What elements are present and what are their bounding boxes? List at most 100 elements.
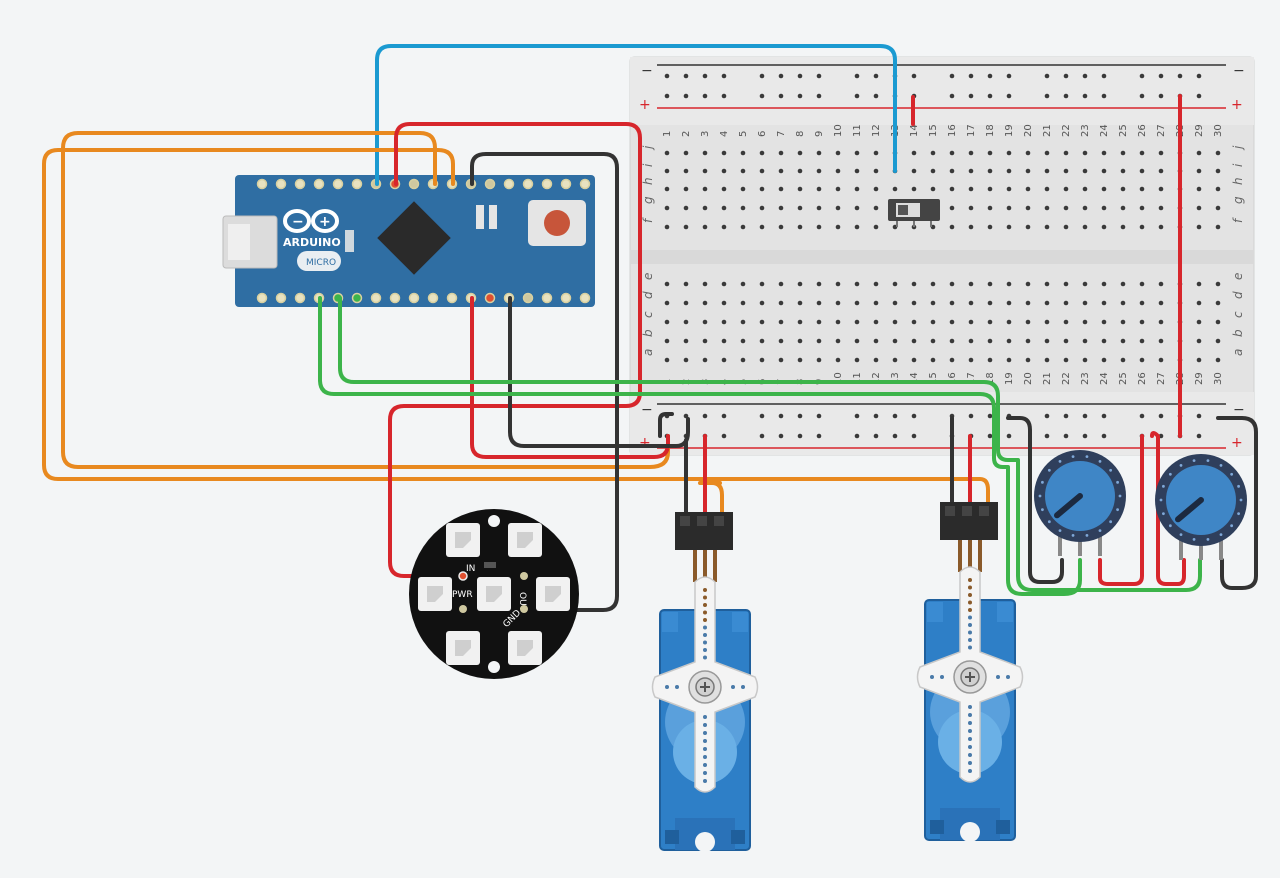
breadboard-hole[interactable] [1120, 205, 1126, 211]
header-pin[interactable] [541, 292, 553, 304]
rail-hole[interactable] [1139, 413, 1145, 419]
breadboard-hole[interactable] [740, 150, 746, 156]
rail-hole[interactable] [1044, 73, 1050, 79]
servo-motor-2[interactable] [916, 502, 1024, 842]
breadboard-hole[interactable] [1139, 281, 1145, 287]
breadboard-hole[interactable] [854, 168, 860, 174]
breadboard-hole[interactable] [1063, 281, 1069, 287]
breadboard-hole[interactable] [835, 224, 841, 230]
rail-hole[interactable] [873, 433, 879, 439]
rail-hole[interactable] [683, 93, 689, 99]
rail-hole[interactable] [778, 413, 784, 419]
breadboard-hole[interactable] [702, 150, 708, 156]
breadboard-hole[interactable] [683, 150, 689, 156]
header-pin[interactable] [522, 292, 534, 304]
rail-hole[interactable] [721, 93, 727, 99]
header-pin[interactable] [313, 178, 325, 190]
breadboard-hole[interactable] [854, 300, 860, 306]
breadboard-hole[interactable] [1120, 186, 1126, 192]
breadboard-hole[interactable] [1139, 186, 1145, 192]
breadboard-hole[interactable] [740, 186, 746, 192]
breadboard-hole[interactable] [949, 205, 955, 211]
breadboard-hole[interactable] [1158, 319, 1164, 325]
rail-hole[interactable] [949, 73, 955, 79]
breadboard-hole[interactable] [949, 281, 955, 287]
breadboard-hole[interactable] [873, 300, 879, 306]
arduino-micro-board[interactable]: − + ARDUINO MICRO [222, 175, 595, 307]
rail-hole[interactable] [797, 413, 803, 419]
breadboard-hole[interactable] [1082, 357, 1088, 363]
breadboard-hole[interactable] [873, 168, 879, 174]
breadboard-hole[interactable] [721, 186, 727, 192]
rail-hole[interactable] [1196, 413, 1202, 419]
breadboard-hole[interactable] [778, 224, 784, 230]
breadboard-hole[interactable] [1101, 281, 1107, 287]
breadboard-hole[interactable] [911, 150, 917, 156]
breadboard-hole[interactable] [759, 357, 765, 363]
wire-black-ring-gnd[interactable] [658, 412, 674, 438]
rail-hole[interactable] [1063, 93, 1069, 99]
breadboard-hole[interactable] [683, 319, 689, 325]
breadboard-hole[interactable] [702, 319, 708, 325]
breadboard-hole[interactable] [911, 357, 917, 363]
breadboard-hole[interactable] [968, 205, 974, 211]
breadboard-hole[interactable] [930, 168, 936, 174]
breadboard-hole[interactable] [949, 319, 955, 325]
breadboard-hole[interactable] [1006, 338, 1012, 344]
breadboard-hole[interactable] [987, 338, 993, 344]
rail-hole[interactable] [759, 93, 765, 99]
breadboard-hole[interactable] [1196, 205, 1202, 211]
breadboard-hole[interactable] [797, 168, 803, 174]
breadboard-hole[interactable] [949, 300, 955, 306]
breadboard-hole[interactable] [1044, 319, 1050, 325]
breadboard-hole[interactable] [759, 300, 765, 306]
rail-hole[interactable] [1006, 93, 1012, 99]
breadboard-hole[interactable] [664, 319, 670, 325]
breadboard-hole[interactable] [702, 338, 708, 344]
breadboard-hole[interactable] [835, 168, 841, 174]
breadboard-hole[interactable] [854, 186, 860, 192]
wire-black-2[interactable] [508, 296, 690, 448]
breadboard-hole[interactable] [1196, 357, 1202, 363]
breadboard-hole[interactable] [892, 338, 898, 344]
breadboard-hole[interactable] [1063, 300, 1069, 306]
breadboard-hole[interactable] [816, 319, 822, 325]
breadboard-hole[interactable] [911, 186, 917, 192]
breadboard-hole[interactable] [759, 281, 765, 287]
breadboard-hole[interactable] [930, 186, 936, 192]
breadboard-hole[interactable] [778, 186, 784, 192]
breadboard-hole[interactable] [1196, 150, 1202, 156]
breadboard-hole[interactable] [1158, 300, 1164, 306]
breadboard-hole[interactable] [987, 319, 993, 325]
breadboard-hole[interactable] [1101, 338, 1107, 344]
potentiometer-1[interactable] [1034, 450, 1126, 556]
breadboard-hole[interactable] [1006, 186, 1012, 192]
breadboard-hole[interactable] [1044, 224, 1050, 230]
rail-hole[interactable] [1006, 433, 1012, 439]
breadboard-hole[interactable] [1082, 150, 1088, 156]
breadboard-hole[interactable] [797, 150, 803, 156]
header-pin[interactable] [408, 178, 420, 190]
breadboard-hole[interactable] [683, 338, 689, 344]
breadboard-hole[interactable] [1006, 300, 1012, 306]
header-pin[interactable] [256, 292, 268, 304]
breadboard-hole[interactable] [1044, 150, 1050, 156]
breadboard-hole[interactable] [1025, 357, 1031, 363]
breadboard-hole[interactable] [1063, 205, 1069, 211]
breadboard-hole[interactable] [683, 205, 689, 211]
breadboard-hole[interactable] [1215, 281, 1221, 287]
breadboard-hole[interactable] [797, 281, 803, 287]
breadboard-hole[interactable] [1006, 319, 1012, 325]
rail-hole[interactable] [949, 93, 955, 99]
rail-hole[interactable] [1082, 433, 1088, 439]
breadboard-hole[interactable] [1139, 150, 1145, 156]
wire-red-pot2[interactable] [1150, 431, 1186, 586]
breadboard-hole[interactable] [702, 357, 708, 363]
header-pin[interactable] [579, 292, 591, 304]
header-pin[interactable] [427, 292, 439, 304]
rail-hole[interactable] [759, 73, 765, 79]
breadboard-hole[interactable] [816, 168, 822, 174]
breadboard-hole[interactable] [797, 186, 803, 192]
rail-hole[interactable] [1177, 73, 1183, 79]
breadboard-hole[interactable] [930, 338, 936, 344]
